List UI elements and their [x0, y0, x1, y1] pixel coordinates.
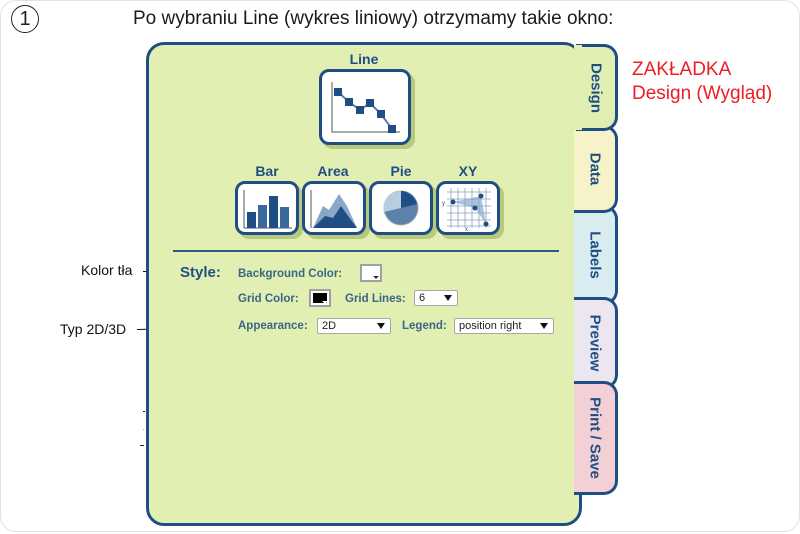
tab-annotation-line2: Design (Wygląd) [632, 83, 773, 104]
appearance-label: Appearance: [238, 320, 308, 332]
svg-text:y: y [442, 201, 445, 207]
annotation-background-color: Kolor tła [81, 262, 133, 278]
pie-chart-icon [383, 190, 419, 226]
chart-type-label-line: Line [349, 51, 379, 67]
dropdown-arrow-icon [377, 323, 385, 329]
headline: Po wybraniu Line (wykres liniowy) otrzym… [133, 8, 614, 29]
stray-mark [143, 429, 144, 430]
legend-select[interactable]: position right [454, 318, 554, 334]
section-divider [173, 250, 559, 252]
tab-labels[interactable]: Labels [574, 205, 618, 305]
chart-type-label-pie: Pie [390, 163, 412, 179]
tab-join [574, 45, 582, 130]
annotation-type-2d-3d: Typ 2D/3D [60, 321, 127, 337]
chart-type-line-button[interactable] [319, 69, 411, 145]
chart-type-label-xy: XY [458, 163, 478, 179]
chart-type-pie-button[interactable] [369, 181, 433, 235]
appearance-value: 2D [322, 320, 337, 332]
background-color-label: Background Color: [238, 268, 343, 280]
tab-annotation-line1: ZAKŁADKA [632, 59, 732, 80]
tab-data[interactable]: Data [574, 125, 618, 213]
grid-lines-select[interactable]: 6 [414, 290, 458, 306]
background-color-picker[interactable] [360, 264, 382, 282]
chart-type-label-area: Area [317, 163, 349, 179]
chevron-down-icon [373, 276, 379, 279]
stray-mark [143, 411, 145, 412]
dropdown-arrow-icon [540, 323, 548, 329]
grid-lines-value: 6 [419, 292, 426, 304]
chevron-down-icon [322, 301, 328, 304]
chart-type-xy-button[interactable]: y x [436, 181, 500, 235]
bar-chart-icon [243, 190, 292, 229]
svg-text:x: x [465, 227, 468, 232]
tab-print-save[interactable]: Print / Save [574, 381, 618, 495]
grid-color-swatch [313, 293, 327, 303]
chart-type-area-button[interactable] [302, 181, 366, 235]
legend-label: Legend: [402, 320, 447, 332]
step-number-badge: 1 [11, 5, 39, 33]
style-section-label: Style: [180, 264, 221, 281]
grid-color-label: Grid Color: [238, 293, 299, 305]
appearance-select[interactable]: 2D [317, 318, 391, 334]
grid-lines-label: Grid Lines: [345, 293, 406, 305]
background-color-swatch [364, 268, 378, 278]
area-chart-icon [310, 190, 357, 228]
chart-type-bar-button[interactable] [235, 181, 299, 235]
design-panel: Line Bar Area Pie [146, 42, 582, 526]
dropdown-arrow-icon [444, 295, 452, 301]
chart-type-label-bar: Bar [255, 163, 279, 179]
legend-value: position right [459, 320, 522, 332]
line-chart-icon [331, 82, 400, 133]
stray-mark [140, 445, 144, 446]
tab-design[interactable]: Design [576, 44, 618, 131]
tab-annotation: ZAKŁADKA Design (Wygląd) [632, 58, 772, 106]
xy-chart-icon: y x [442, 188, 491, 232]
tab-preview[interactable]: Preview [574, 297, 618, 389]
grid-color-picker[interactable] [309, 289, 331, 307]
